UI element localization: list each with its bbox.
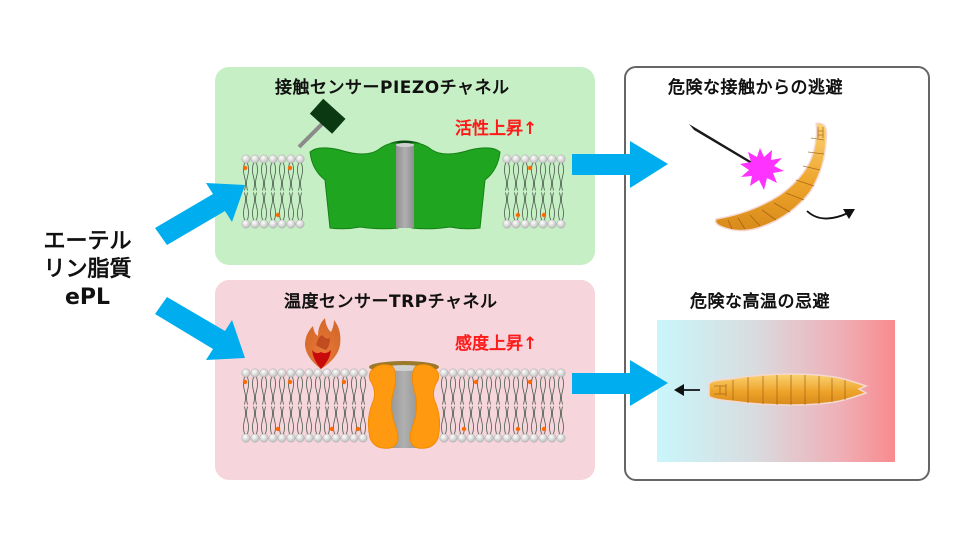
label-line-2: リン脂質 bbox=[43, 257, 132, 282]
ether-lipid-marker bbox=[329, 426, 335, 432]
ether-lipid-marker bbox=[515, 212, 521, 218]
ether-lipid-marker bbox=[515, 426, 521, 432]
ether-lipid-marker bbox=[242, 165, 248, 171]
impact-burst-icon bbox=[740, 148, 784, 190]
touch-escape-title: 危険な接触からの逃避 bbox=[668, 78, 843, 98]
ether-lipid-marker bbox=[541, 426, 547, 432]
ether-lipid-marker bbox=[341, 379, 347, 385]
curved-arrow-icon bbox=[806, 209, 855, 220]
piezo-title: 接触センサーPIEZOチャネル bbox=[275, 78, 510, 98]
ether-lipid-marker bbox=[287, 379, 293, 385]
arrow-to-piezo bbox=[155, 183, 245, 245]
ether-lipid-marker bbox=[287, 165, 293, 171]
larva-icon bbox=[708, 373, 869, 406]
ether-lipid-marker bbox=[527, 379, 533, 385]
needle-icon bbox=[689, 124, 759, 168]
lipid-bilayer-piezo bbox=[241, 154, 566, 229]
flame-icon bbox=[305, 318, 341, 369]
hammer-icon bbox=[297, 98, 346, 149]
left-arrow-icon bbox=[674, 384, 700, 396]
ether-lipid-marker bbox=[275, 212, 281, 218]
ether-lipid-marker bbox=[527, 165, 533, 171]
trp-channel bbox=[367, 361, 441, 449]
arrow-to-trp bbox=[155, 297, 245, 360]
larva-icon bbox=[714, 122, 828, 232]
trp-effect-label: 感度上昇↑ bbox=[455, 334, 538, 354]
lipid-bilayer-trp bbox=[241, 368, 566, 443]
ether-phospholipid-label: エーテル リン脂質 ePL bbox=[40, 228, 135, 312]
label-line-3: ePL bbox=[64, 285, 111, 310]
arrow-to-heat-outcome bbox=[572, 360, 668, 406]
ether-lipid-marker bbox=[275, 426, 281, 432]
ether-lipid-marker bbox=[473, 379, 479, 385]
heat-avoid-title: 危険な高温の忌避 bbox=[690, 292, 830, 312]
piezo-effect-label: 活性上昇↑ bbox=[455, 119, 538, 139]
arrow-to-touch-outcome bbox=[572, 141, 668, 188]
piezo-channel bbox=[309, 140, 501, 230]
label-line-1: エーテル bbox=[43, 229, 132, 254]
ether-lipid-marker bbox=[242, 379, 248, 385]
ether-lipid-marker bbox=[461, 426, 467, 432]
ether-lipid-marker bbox=[355, 426, 361, 432]
ether-lipid-marker bbox=[541, 212, 547, 218]
trp-title: 温度センサーTRPチャネル bbox=[284, 292, 498, 312]
